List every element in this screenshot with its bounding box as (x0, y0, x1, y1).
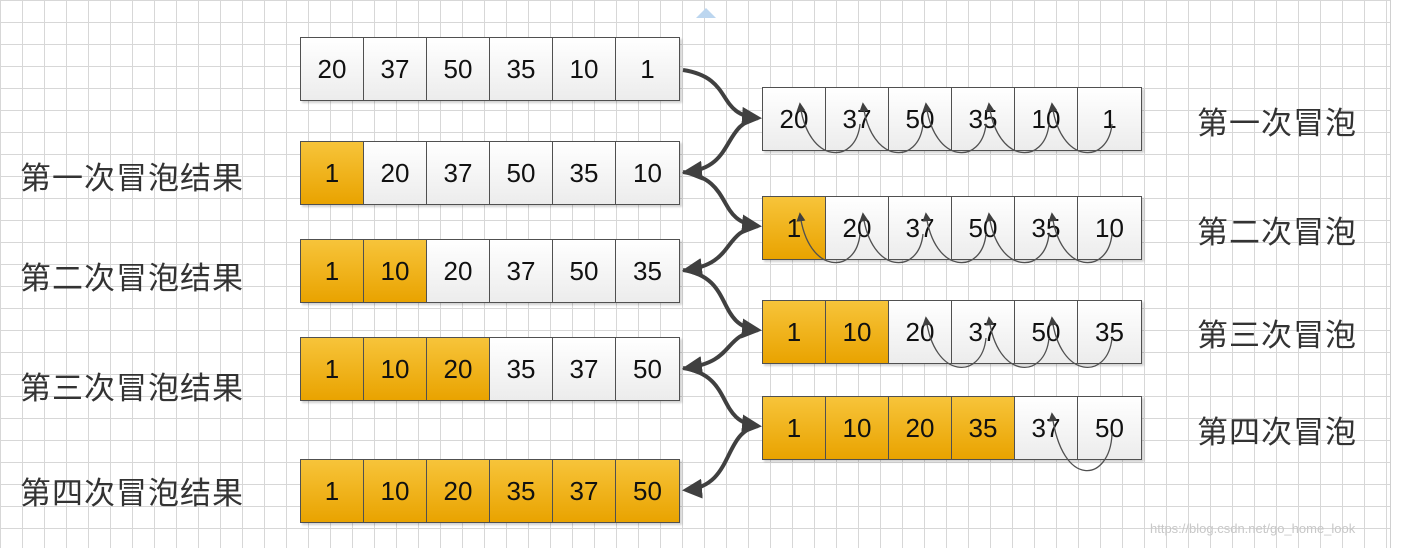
array-cell: 10 (364, 460, 427, 522)
left-array-1: 1 20 37 50 35 10 (300, 141, 680, 205)
left-row-label: 第二次冒泡结果 (20, 261, 244, 297)
array-cell: 1 (763, 397, 826, 459)
right-array-0: 20 37 50 35 10 1 (762, 87, 1142, 151)
array-cell: 35 (490, 38, 553, 100)
array-cell: 50 (427, 38, 490, 100)
array-cell: 20 (427, 338, 490, 400)
flow-arrow (682, 366, 762, 435)
array-cell: 35 (952, 88, 1015, 150)
array-cell: 10 (1078, 197, 1141, 259)
flow-arrow (682, 224, 759, 278)
array-cell: 37 (490, 240, 553, 302)
array-cell: 1 (301, 338, 364, 400)
array-cell: 35 (553, 142, 616, 204)
right-array-2: 1 10 20 37 50 35 (762, 300, 1142, 364)
array-cell: 10 (616, 142, 679, 204)
array-cell: 37 (553, 460, 616, 522)
array-cell: 50 (616, 338, 679, 400)
array-cell: 50 (616, 460, 679, 522)
array-cell: 1 (763, 197, 826, 259)
watermark: https://blog.csdn.net/go_home_look (1150, 521, 1356, 536)
array-cell: 35 (490, 338, 553, 400)
array-cell: 50 (952, 197, 1015, 259)
array-cell: 37 (1015, 397, 1078, 459)
left-array-4: 1 10 20 35 37 50 (300, 459, 680, 523)
array-cell: 10 (364, 240, 427, 302)
array-cell: 35 (490, 460, 553, 522)
array-cell: 35 (952, 397, 1015, 459)
right-row-label: 第二次冒泡 (1197, 215, 1357, 251)
array-cell: 10 (1015, 88, 1078, 150)
array-cell: 20 (889, 301, 952, 363)
right-array-3: 1 10 20 35 37 50 (762, 396, 1142, 460)
array-cell: 35 (1015, 197, 1078, 259)
array-cell: 1 (1078, 88, 1141, 150)
page-edge (1390, 0, 1405, 548)
array-cell: 37 (826, 88, 889, 150)
array-cell: 1 (763, 301, 826, 363)
array-cell: 50 (490, 142, 553, 204)
left-row-label: 第三次冒泡结果 (20, 371, 244, 407)
right-array-1: 1 20 37 50 35 10 (762, 196, 1142, 260)
array-cell: 1 (301, 460, 364, 522)
array-cell: 37 (553, 338, 616, 400)
array-cell: 10 (826, 301, 889, 363)
array-cell: 37 (889, 197, 952, 259)
array-cell: 20 (889, 397, 952, 459)
array-cell: 10 (826, 397, 889, 459)
array-cell: 20 (427, 240, 490, 302)
right-row-label: 第一次冒泡 (1197, 106, 1357, 142)
left-array-0: 20 37 50 35 10 1 (300, 37, 680, 101)
array-cell: 1 (301, 240, 364, 302)
right-row-label: 第三次冒泡 (1197, 318, 1357, 354)
top-marker-triangle-icon (696, 8, 716, 18)
flow-arrow (682, 116, 759, 181)
array-cell: 1 (616, 38, 679, 100)
array-cell: 37 (427, 142, 490, 204)
array-cell: 1 (301, 142, 364, 204)
array-cell: 37 (952, 301, 1015, 363)
flow-arrow (682, 268, 762, 339)
array-cell: 20 (427, 460, 490, 522)
array-cell: 20 (301, 38, 364, 100)
array-cell: 20 (364, 142, 427, 204)
flow-arrow (682, 68, 762, 127)
array-cell: 35 (1078, 301, 1141, 363)
left-array-2: 1 10 20 37 50 35 (300, 239, 680, 303)
flow-arrow (682, 170, 762, 235)
array-cell: 35 (616, 240, 679, 302)
array-cell: 10 (364, 338, 427, 400)
array-cell: 50 (553, 240, 616, 302)
left-row-label: 第一次冒泡结果 (20, 161, 244, 197)
array-cell: 50 (889, 88, 952, 150)
right-row-label: 第四次冒泡 (1197, 415, 1357, 451)
flow-arrow (682, 328, 759, 376)
flow-arrow (682, 424, 759, 499)
array-cell: 37 (364, 38, 427, 100)
array-cell: 20 (763, 88, 826, 150)
left-array-3: 1 10 20 35 37 50 (300, 337, 680, 401)
array-cell: 50 (1078, 397, 1141, 459)
array-cell: 10 (553, 38, 616, 100)
array-cell: 20 (826, 197, 889, 259)
array-cell: 50 (1015, 301, 1078, 363)
left-row-label: 第四次冒泡结果 (20, 476, 244, 512)
